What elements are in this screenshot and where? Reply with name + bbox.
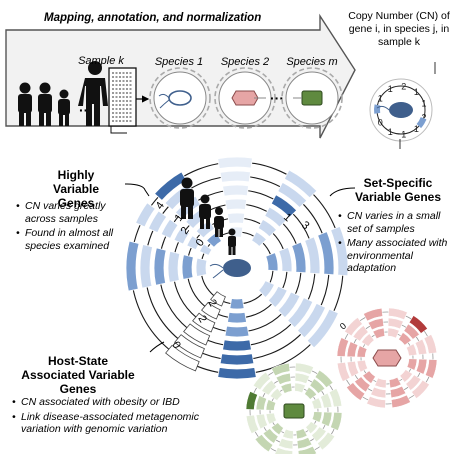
cn-ring-value: 1 <box>388 127 393 137</box>
species-m-cell <box>281 67 343 129</box>
people-icons <box>18 82 70 126</box>
highly-variable-bullet-2: Found in almost all species examined <box>16 227 136 252</box>
banner-title: Mapping, annotation, and normalization <box>44 12 262 24</box>
species-2-label: Species 2 <box>220 56 270 68</box>
set-specific-bullet-1: CN varies in a small set of samples <box>338 210 452 235</box>
host-state-bullet-2: Link disease-associated metagenomic vari… <box>12 411 204 436</box>
sample-person-icon <box>78 61 108 126</box>
cn-ring-value: 1 <box>378 94 383 104</box>
cn-ring-highlight <box>416 117 427 129</box>
cn-label-4: 4 <box>154 200 167 212</box>
species-m-label: Species m <box>286 56 338 68</box>
ellipsis-species: ··· <box>270 90 284 106</box>
set-specific-leader <box>329 187 356 197</box>
set-specific-cn-3: 3 <box>299 219 311 232</box>
cn-label-2: 2 <box>179 225 192 237</box>
highly-variable-bullets: CN varies greatly across samples Found i… <box>16 200 136 254</box>
cn-label-1: 1 <box>173 212 186 224</box>
host-cn-0: 0 <box>169 340 182 351</box>
species-1-label: Species 1 <box>154 56 204 68</box>
host-state-title: Host-State Associated Variable Genes <box>21 354 135 396</box>
host-cn-2b: 2 <box>195 314 208 325</box>
cn-ring-value: 2 <box>421 112 426 122</box>
host-state-bullets: CN associated with obesity or IBD Link d… <box>12 396 204 438</box>
cn-ring-value: 1 <box>414 124 419 134</box>
set-specific-bullet-2: Many associated with environmental adapt… <box>338 237 452 275</box>
sample-label: Sample k <box>78 55 124 67</box>
concentric-genome-rings <box>125 156 349 380</box>
pink-genome-rings: 0 <box>336 307 438 409</box>
svg-text:0: 0 <box>338 321 348 332</box>
cn-ring-highlight <box>374 104 381 114</box>
highly-variable-leader <box>124 183 150 197</box>
species-2-cell <box>214 67 276 129</box>
cn-ring-value: 1 <box>388 84 393 94</box>
species-1-cell <box>149 67 211 129</box>
green-genome-rings <box>245 362 343 454</box>
center-bacterium <box>209 259 251 279</box>
copy-number-definition: Copy Number (CN) of gene i, in species j… <box>348 10 450 48</box>
set-specific-title: Set-Specific Variable Genes <box>354 176 442 204</box>
host-cn-2a: 2 <box>205 298 218 309</box>
host-state-leader <box>149 341 165 353</box>
cn-ring-value: 1 <box>414 87 419 97</box>
host-state-bullet-1: CN associated with obesity or IBD <box>12 396 204 409</box>
cn-ring-value: 2 <box>401 82 406 92</box>
cn-ring-value: 1 <box>401 129 406 139</box>
highly-variable-bullet-1: CN varies greatly across samples <box>16 200 136 225</box>
cn-label-0: 0 <box>194 237 207 249</box>
sequence-reads-box <box>108 67 137 127</box>
connector <box>110 126 127 134</box>
cn-ring-value: 0 <box>378 118 383 128</box>
set-specific-bullets: CN varies in a small set of samples Many… <box>338 210 452 277</box>
cn-ring-value: 1 <box>421 99 426 109</box>
ring-people-icons <box>180 177 236 255</box>
